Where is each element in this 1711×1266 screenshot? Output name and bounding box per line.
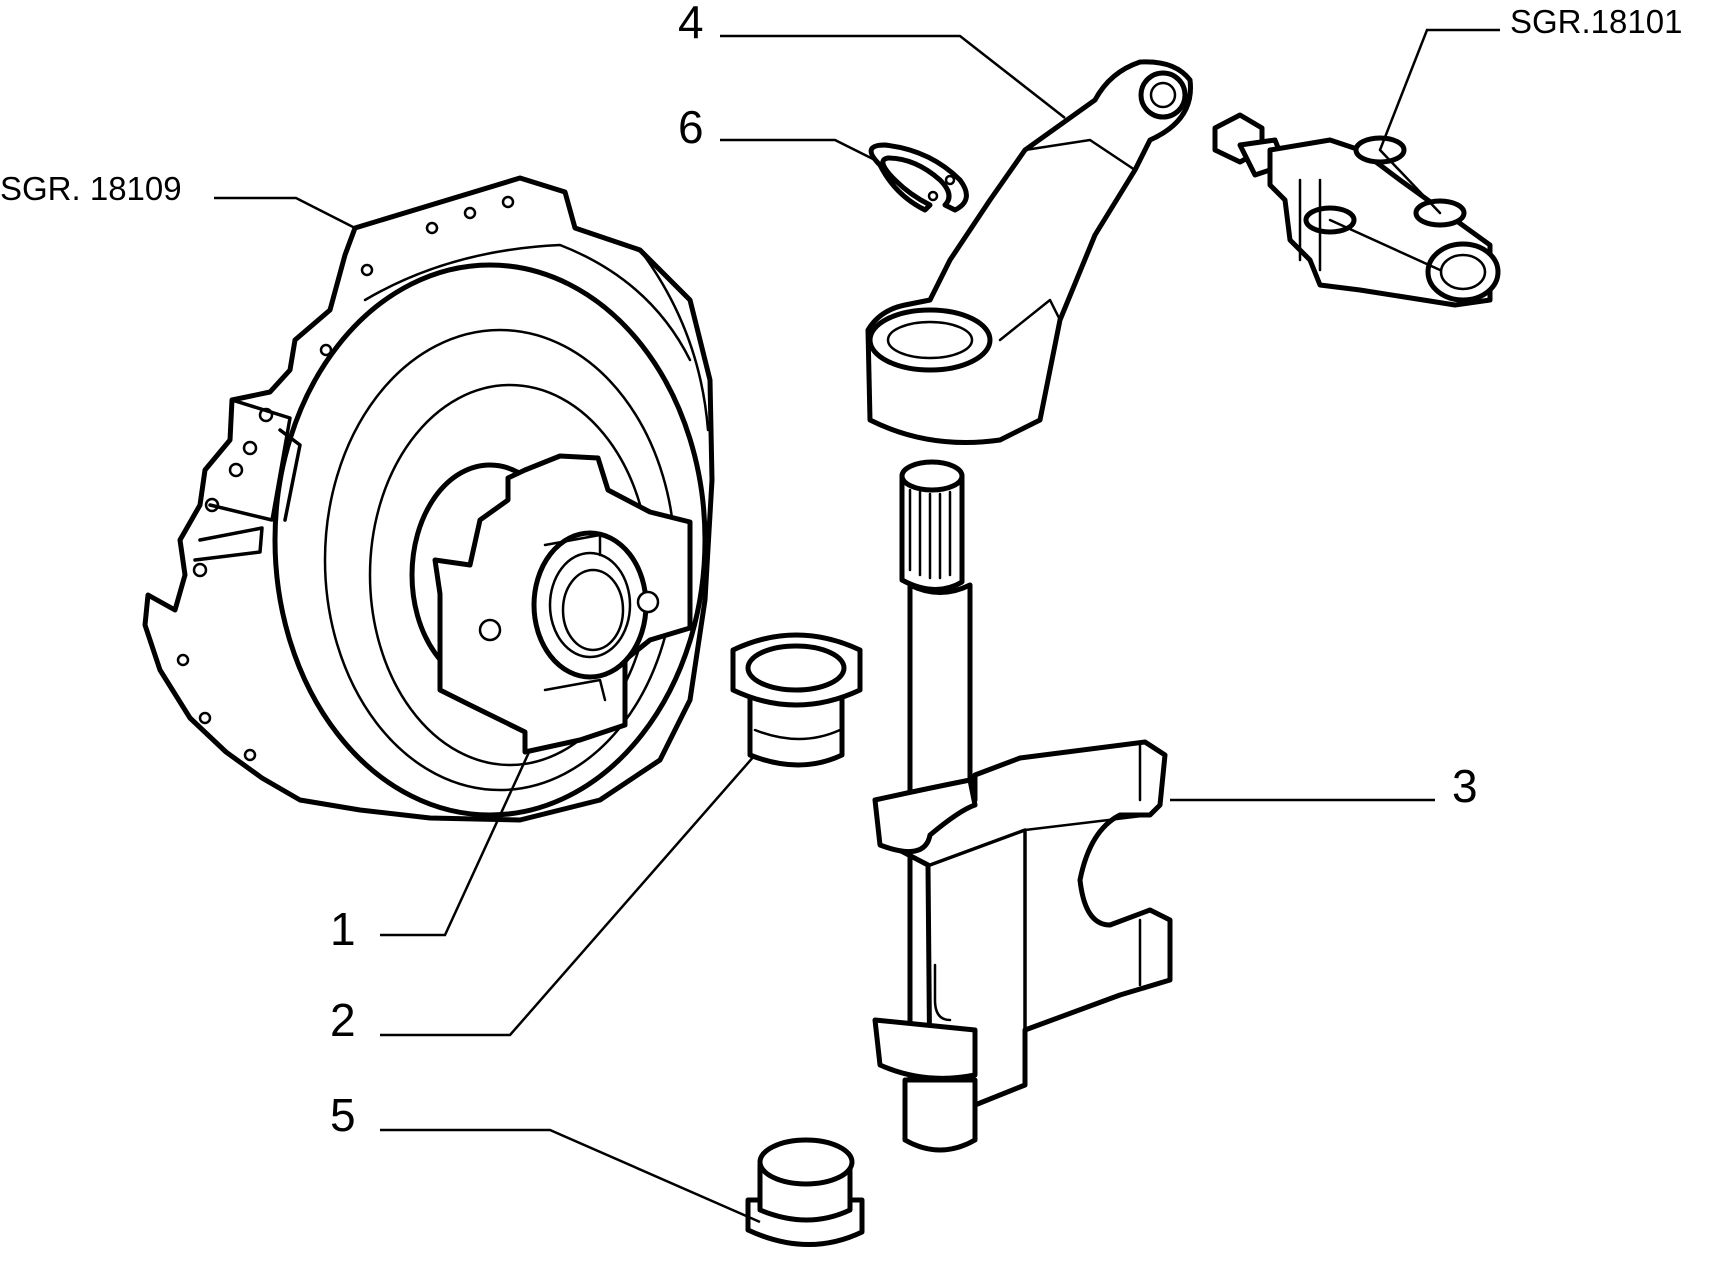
clutch-lever-arm [865,59,1193,445]
label-ref-cylinder: SGR.18101 [1510,3,1682,40]
leader-lines [214,28,1500,1224]
label-part-4: 4 [678,0,704,48]
label-part-6: 6 [678,101,704,153]
label-ref-clutch: SGR. 18109 [0,170,182,207]
circlip [868,142,969,213]
release-fork-shaft [872,459,1173,1153]
label-part-1: 1 [330,903,356,955]
label-part-3: 3 [1452,760,1478,812]
label-part-2: 2 [330,994,356,1046]
label-part-5: 5 [330,1089,356,1141]
slave-cylinder [1212,112,1501,308]
bushing-upper [730,632,863,768]
release-bearing [409,453,693,755]
part-labels: SGR. 18109 SGR.18101 4 6 1 2 5 3 [0,0,1682,1141]
bushing-lower [745,1137,865,1247]
